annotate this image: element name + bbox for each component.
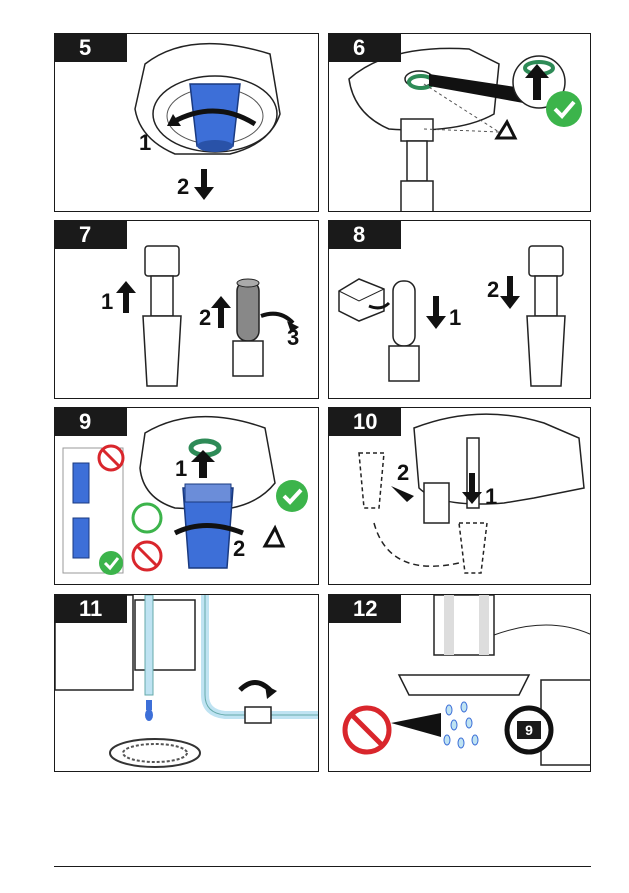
up-arrow-icon [211,296,231,328]
step-number: 8 [329,221,401,249]
callout-1: 1 [485,484,497,509]
drip-icon [444,702,478,748]
callout-2: 2 [233,536,245,561]
hand-ok-icon [133,504,161,532]
up-arrow-icon [116,281,136,313]
step-number: 5 [55,34,127,62]
step-number: 7 [55,221,127,249]
checkmark-icon [99,551,123,575]
step-8-panel: 1 2 8 [328,220,591,399]
warning-triangle-icon [265,528,283,546]
step-9-panel: 1 2 9 [54,407,319,585]
callout-3: 3 [287,325,299,350]
down-arrow-icon [500,276,520,309]
checkmark-icon [546,91,582,127]
callout-1: 1 [175,456,187,481]
down-arrow-icon [426,296,446,329]
callout-2: 2 [177,174,189,199]
step-number: 10 [329,408,401,436]
callout-1: 1 [101,289,113,314]
step-number: 12 [329,595,401,623]
callout-2: 2 [199,305,211,330]
warning-triangle-icon [497,122,515,138]
step-5-panel: 1 2 5 [54,33,319,212]
step-number: 11 [55,595,127,623]
down-arrow-icon [194,169,214,200]
timer-badge: 9 [525,722,533,738]
step-6-panel: 6 [328,33,591,212]
callout-1: 1 [449,305,461,330]
step-11-panel: 11 [54,594,319,772]
footer-rule [54,866,591,867]
callout-2: 2 [397,460,409,485]
step-7-panel: 1 2 3 7 [54,220,319,399]
checkmark-icon [276,480,308,512]
step-number: 6 [329,34,401,62]
step-12-panel: 9 12 [328,594,591,772]
step-number: 9 [55,408,127,436]
callout-2: 2 [487,277,499,302]
callout-1: 1 [139,130,151,155]
step-10-panel: 1 2 10 [328,407,591,585]
